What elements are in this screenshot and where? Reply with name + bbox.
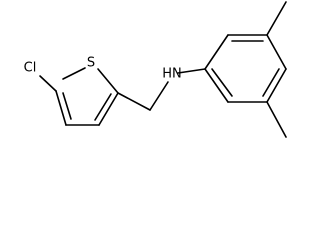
sulfur-label: S (87, 56, 95, 71)
bond-c5-cl (39, 75, 57, 92)
bond-c1-c2p (204, 34, 229, 70)
bond-c3p-c4p (266, 34, 287, 70)
bond-methyl-top (266, 1, 287, 36)
phenyl-ring (204, 34, 287, 103)
bond-c2-ch2 (117, 92, 151, 111)
thiophene-ring (55, 67, 119, 126)
bond-c4p-c5p-inner (262, 68, 280, 97)
bond-s-c2 (97, 68, 119, 94)
bond-c2-c3 (98, 92, 119, 126)
chlorine-label: Cl (24, 61, 37, 76)
bond-methyl-bottom (266, 101, 287, 138)
bond-c4-c5 (55, 90, 67, 126)
nh-label: HN (162, 67, 182, 82)
bond-c4p-c5p (266, 68, 287, 103)
structure-canvas: Cl S HN (24, 1, 287, 138)
bond-c4-c5-inner (62, 92, 72, 120)
bond-c5-s (62, 67, 86, 80)
molecule-drawing: Cl S HN (24, 1, 287, 138)
bond-c2-c3-inner (94, 93, 112, 121)
bond-c6p-c1p-inner (211, 68, 233, 97)
bond-ch2-n (149, 81, 169, 111)
bond-n-c1 (177, 68, 206, 74)
bond-c6p-c1p (204, 68, 229, 103)
